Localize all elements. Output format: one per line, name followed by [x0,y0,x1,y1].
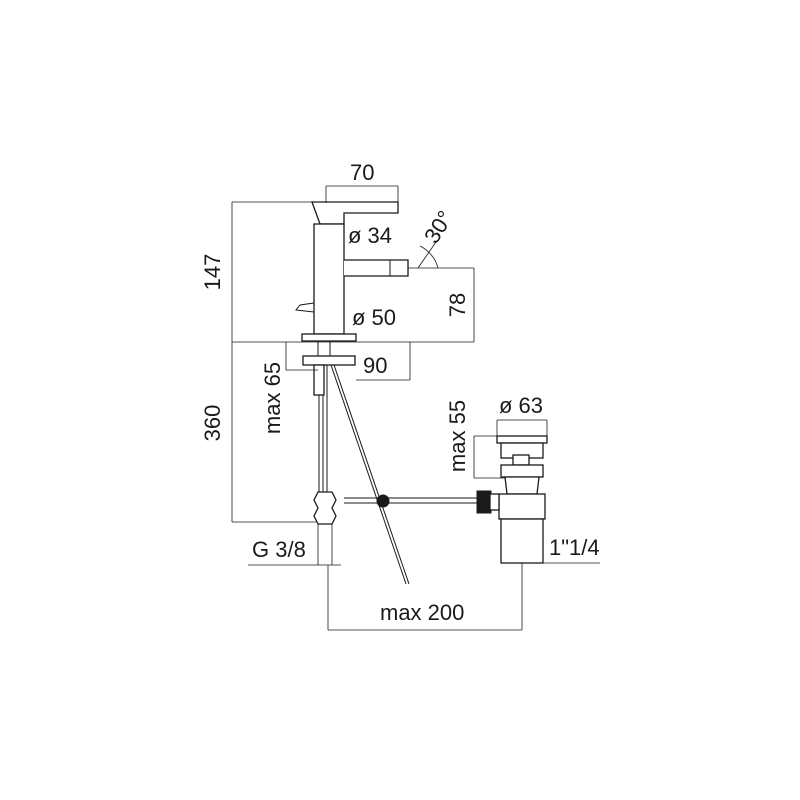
dimension-lines [231,185,600,631]
dim-spout-length: 70 [350,160,374,185]
dim-waste-thread: 1"1/4 [549,535,600,560]
dim-hose-thread: G 3/8 [252,537,306,562]
dim-body-diameter: ø 34 [348,223,392,248]
mixer-body [295,201,409,342]
dim-waste-diameter: ø 63 [499,393,543,418]
dim-tilt-angle: 30° [419,206,458,247]
dim-max-deck-thickness: max 65 [260,362,285,434]
dim-hose-length: 360 [200,405,225,442]
dimension-labels: 70 147 ø 34 30° 78 ø 50 90 max 65 360 ø … [200,160,600,625]
dim-base-diameter: ø 50 [352,305,396,330]
dim-body-height: 147 [200,254,225,291]
dim-base-width: 90 [363,353,387,378]
dim-waste-max-thickness: max 55 [445,400,470,472]
dim-max-rod-distance: max 200 [380,600,464,625]
pop-up-waste [476,435,548,564]
under-deck-assembly [302,341,478,585]
dim-spout-height: 78 [445,293,470,317]
